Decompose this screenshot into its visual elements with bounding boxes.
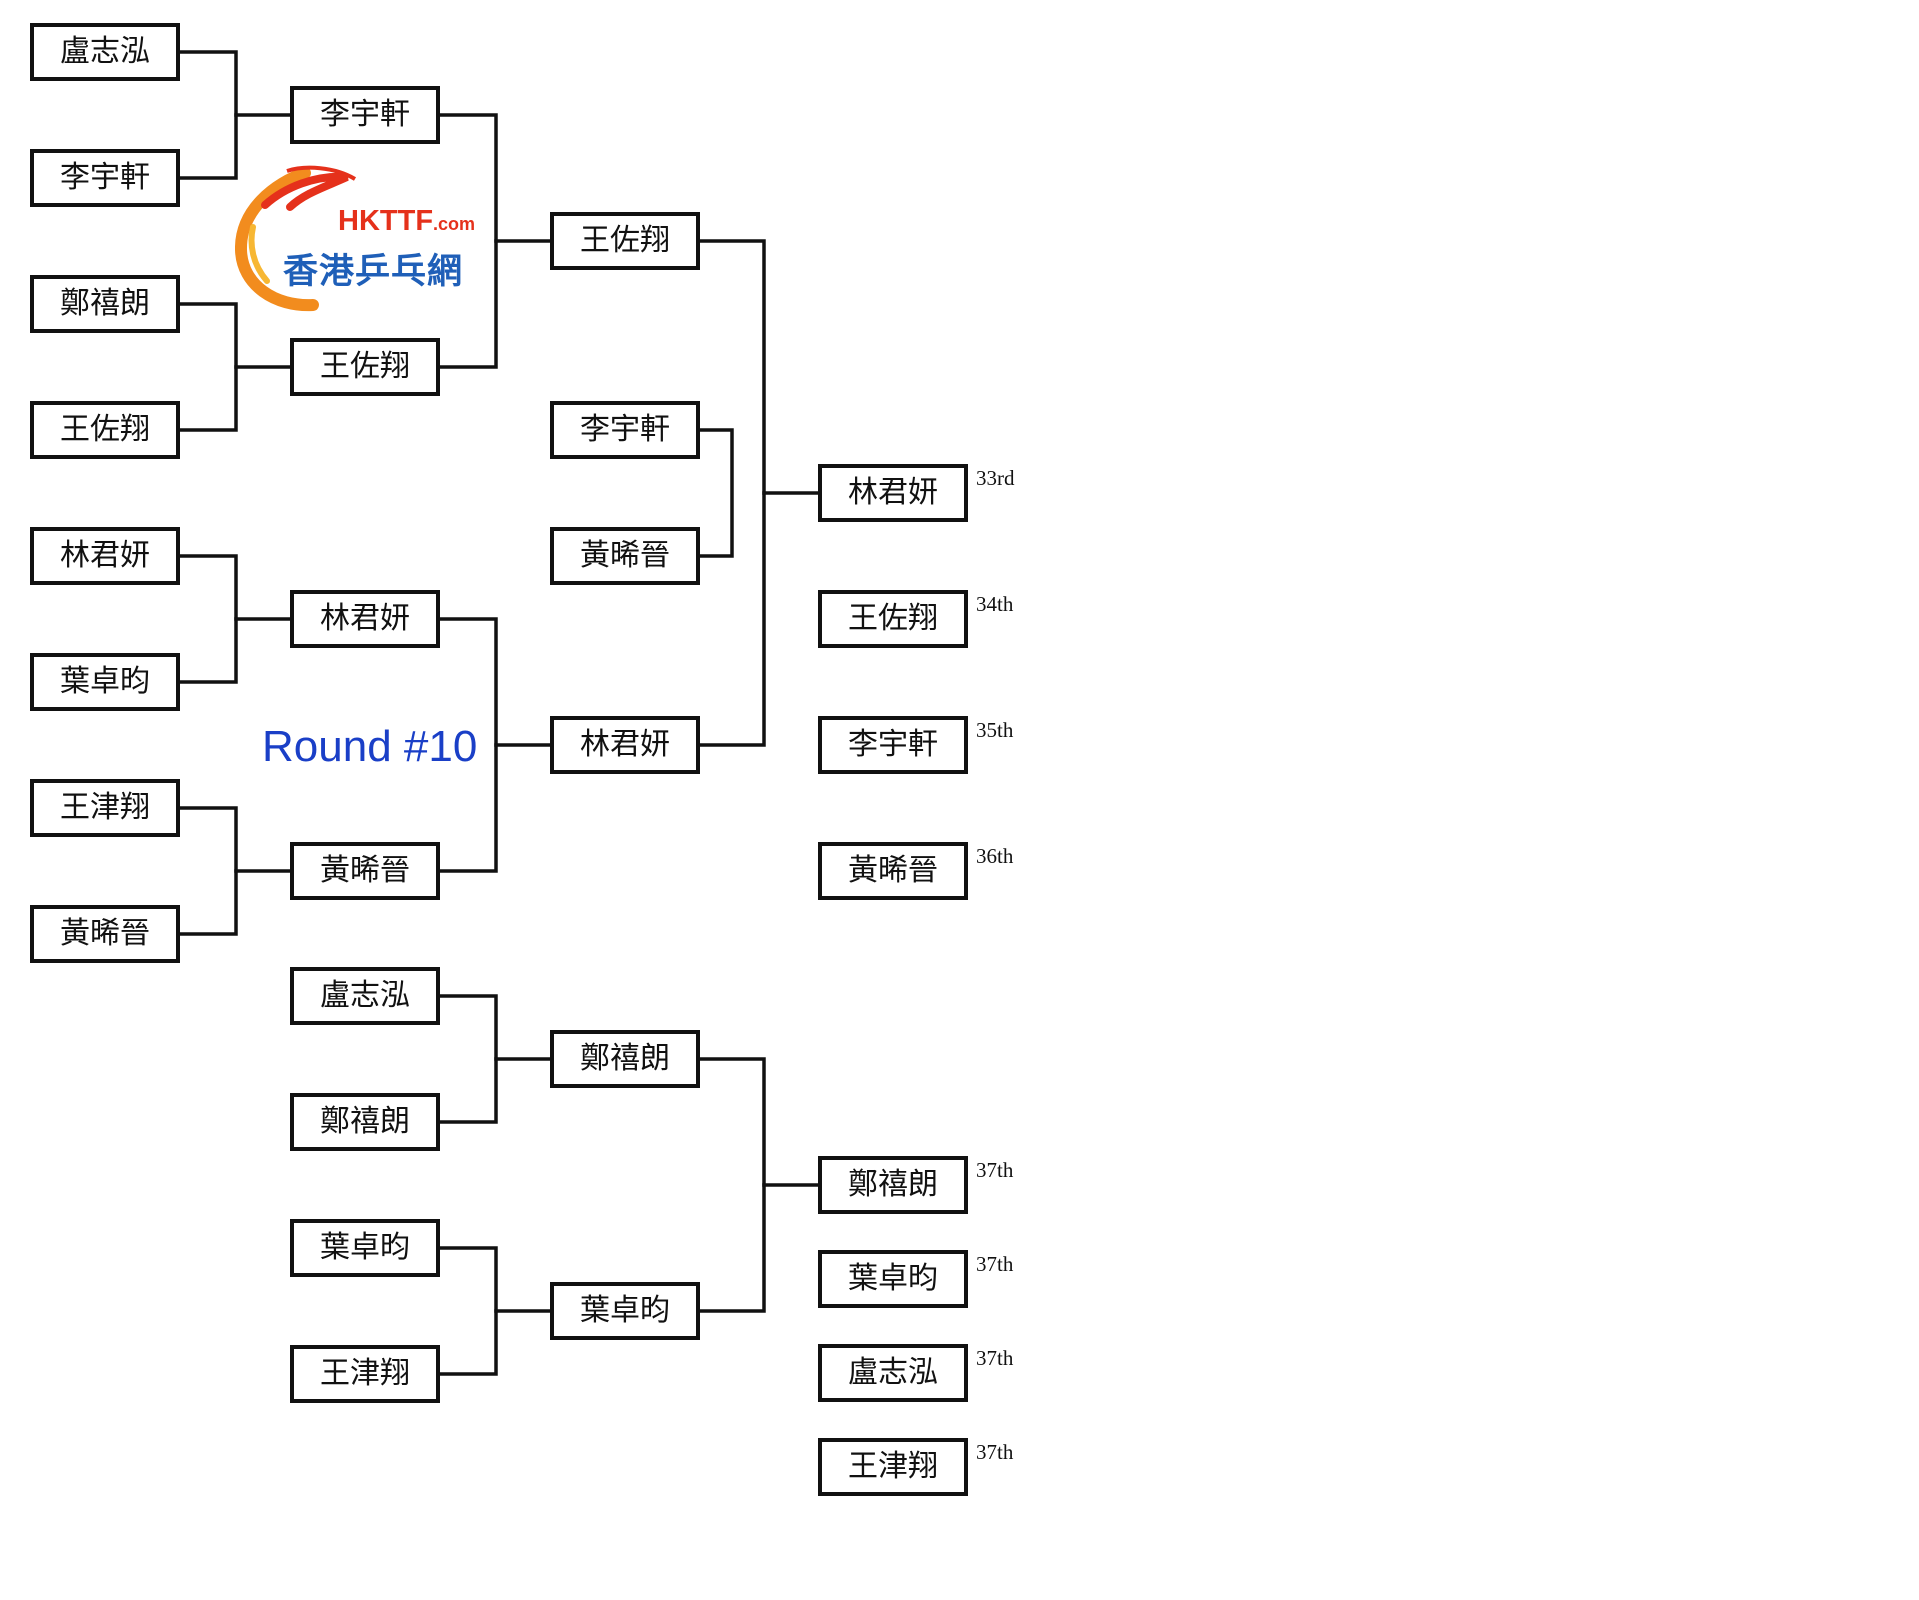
player-box-r2: 李宇軒	[290, 86, 440, 144]
player-box-r3: 王佐翔	[550, 212, 700, 270]
player-box-r1: 鄭禧朗	[30, 275, 180, 333]
player-box-r1: 李宇軒	[30, 149, 180, 207]
placement-rank: 37th	[976, 1158, 1014, 1182]
placement-rank: 37th	[976, 1440, 1014, 1464]
player-box-lower-r2: 鄭禧朗	[550, 1030, 700, 1088]
logo-brand-text: HKTTF.com	[338, 205, 476, 237]
player-box-r1: 王佐翔	[30, 401, 180, 459]
player-box-r2: 林君妍	[290, 590, 440, 648]
dragon-swirl-icon	[235, 165, 357, 312]
placement-rank: 34th	[976, 592, 1014, 616]
placement-rank: 35th	[976, 718, 1014, 742]
placement-box: 葉卓昀	[818, 1250, 968, 1308]
placement-box: 鄭禧朗	[818, 1156, 968, 1214]
player-box-lower-r1: 王津翔	[290, 1345, 440, 1403]
player-box-r3: 林君妍	[550, 716, 700, 774]
player-box-r1: 黃晞晉	[30, 905, 180, 963]
player-box-loser-match: 李宇軒	[550, 401, 700, 459]
player-box-r1: 葉卓昀	[30, 653, 180, 711]
placement-box: 盧志泓	[818, 1344, 968, 1402]
player-box-lower-r1: 鄭禧朗	[290, 1093, 440, 1151]
placement-box: 黃晞晉	[818, 842, 968, 900]
placement-box: 王佐翔	[818, 590, 968, 648]
placement-rank: 37th	[976, 1252, 1014, 1276]
player-box-loser-match: 黃晞晉	[550, 527, 700, 585]
placement-box: 王津翔	[818, 1438, 968, 1496]
player-box-lower-r2: 葉卓昀	[550, 1282, 700, 1340]
round-title: Round #10	[262, 722, 478, 771]
placement-box: 林君妍	[818, 464, 968, 522]
player-box-r1: 盧志泓	[30, 23, 180, 81]
placement-rank: 37th	[976, 1346, 1014, 1370]
placement-rank: 33rd	[976, 466, 1015, 490]
player-box-r2: 王佐翔	[290, 338, 440, 396]
player-box-r1: 王津翔	[30, 779, 180, 837]
placement-rank: 36th	[976, 844, 1014, 868]
hkttf-logo: HKTTF.com 香港乒乓網	[235, 165, 490, 315]
placement-box: 李宇軒	[818, 716, 968, 774]
player-box-r2: 黃晞晉	[290, 842, 440, 900]
player-box-r1: 林君妍	[30, 527, 180, 585]
player-box-lower-r1: 盧志泓	[290, 967, 440, 1025]
logo-site-name: 香港乒乓網	[283, 252, 464, 292]
player-box-lower-r1: 葉卓昀	[290, 1219, 440, 1277]
